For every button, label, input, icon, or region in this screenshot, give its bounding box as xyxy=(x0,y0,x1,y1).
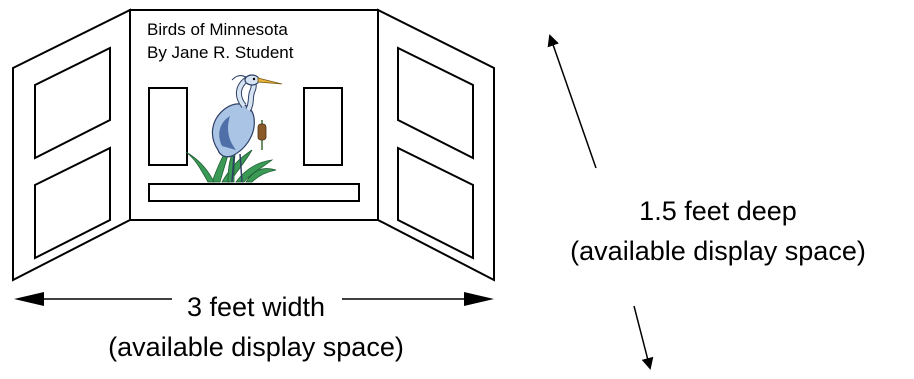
board-title-line2: By Jane R. Student xyxy=(147,43,294,62)
depth-label-line2: (available display space) xyxy=(570,236,866,266)
right-panel-lower-box xyxy=(397,146,474,260)
right-panel-upper-box xyxy=(397,46,474,160)
center-right-box xyxy=(303,87,343,166)
left-panel-lower-box xyxy=(34,146,111,260)
trifold-board xyxy=(12,8,495,282)
left-panel-upper-box xyxy=(34,46,111,160)
width-label-backdrop xyxy=(172,284,342,314)
center-bottom-bar xyxy=(148,183,360,202)
depth-arrow-up xyxy=(547,34,597,169)
width-label-line2: (available display space) xyxy=(108,332,404,362)
width-arrow-right-head xyxy=(464,292,494,306)
width-arrow-left-head xyxy=(14,292,44,306)
center-left-box xyxy=(148,87,188,166)
heron-clipart-icon xyxy=(185,74,283,183)
width-label-line1: 3 feet width xyxy=(187,292,325,322)
depth-label-line1: 1.5 feet deep xyxy=(639,196,797,226)
board-title-line1: Birds of Minnesota xyxy=(147,20,288,39)
depth-arrow-down xyxy=(633,305,654,370)
